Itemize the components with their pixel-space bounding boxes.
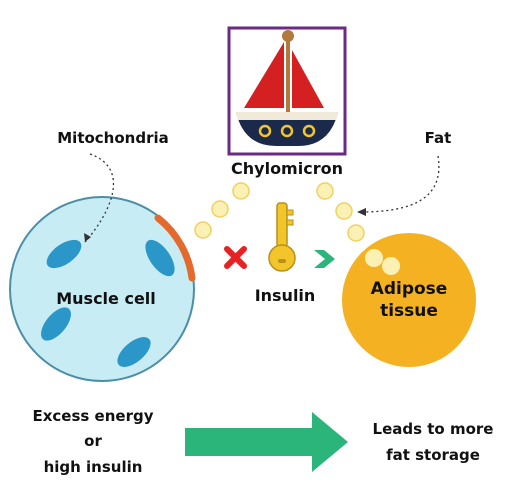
fat-droplet [194, 221, 212, 239]
chevron-right-icon [314, 250, 335, 268]
mitochondrion [41, 307, 71, 341]
cause-line1: Excess energy [32, 407, 153, 425]
fat-droplet [211, 200, 229, 218]
key-hole [278, 259, 286, 263]
hull-stripe [236, 112, 338, 120]
key-icon [268, 202, 296, 272]
effect-line1: Leads to more [373, 420, 494, 438]
cause-line2: or [84, 432, 102, 450]
insulin-label: Insulin [255, 286, 316, 305]
cross-icon [224, 246, 247, 269]
insulin-receptor-arc [154, 214, 196, 282]
mitochondrion [46, 239, 82, 269]
adipose-cell-body [342, 233, 476, 367]
key-bow [268, 244, 296, 272]
fat-pointer [359, 155, 440, 213]
cause-line3: high insulin [44, 458, 143, 476]
right-sail [292, 50, 324, 108]
key-tooth [286, 209, 294, 216]
pointer-arrowhead [357, 208, 366, 216]
left-sail [244, 42, 284, 108]
chylomicron-boat-icon [227, 26, 347, 156]
fat-droplet [335, 202, 353, 220]
mitochondria-label: Mitochondria [57, 129, 169, 147]
adipose-tissue [342, 233, 476, 367]
lipid-droplet [382, 257, 400, 275]
mast-top [282, 30, 294, 42]
big-green-arrow [185, 412, 348, 472]
key-shaft [276, 202, 288, 248]
pointer-arrowhead [84, 233, 91, 242]
muscle-cell-label: Muscle cell [56, 289, 156, 308]
porthole [280, 124, 294, 138]
porthole [302, 124, 316, 138]
mitochondria-pointer [84, 153, 114, 243]
adipose-label-line1: Adipose [371, 279, 448, 299]
fat-droplets-right [316, 182, 365, 242]
boat-hull [236, 112, 338, 146]
porthole [258, 124, 272, 138]
key-tooth [286, 219, 294, 226]
fat-droplet [316, 182, 334, 200]
chylomicron-label: Chylomicron [231, 159, 343, 178]
effect-line2: fat storage [386, 446, 480, 464]
muscle-cell [9, 196, 195, 382]
mitochondrion [117, 337, 151, 367]
lipid-droplet [365, 249, 383, 267]
fat-label: Fat [425, 129, 452, 147]
mitochondrion [145, 239, 175, 277]
adipose-label-line2: tissue [380, 301, 438, 321]
fat-droplets-left [194, 182, 250, 239]
fat-droplet [232, 182, 250, 200]
fat-droplet [347, 224, 365, 242]
